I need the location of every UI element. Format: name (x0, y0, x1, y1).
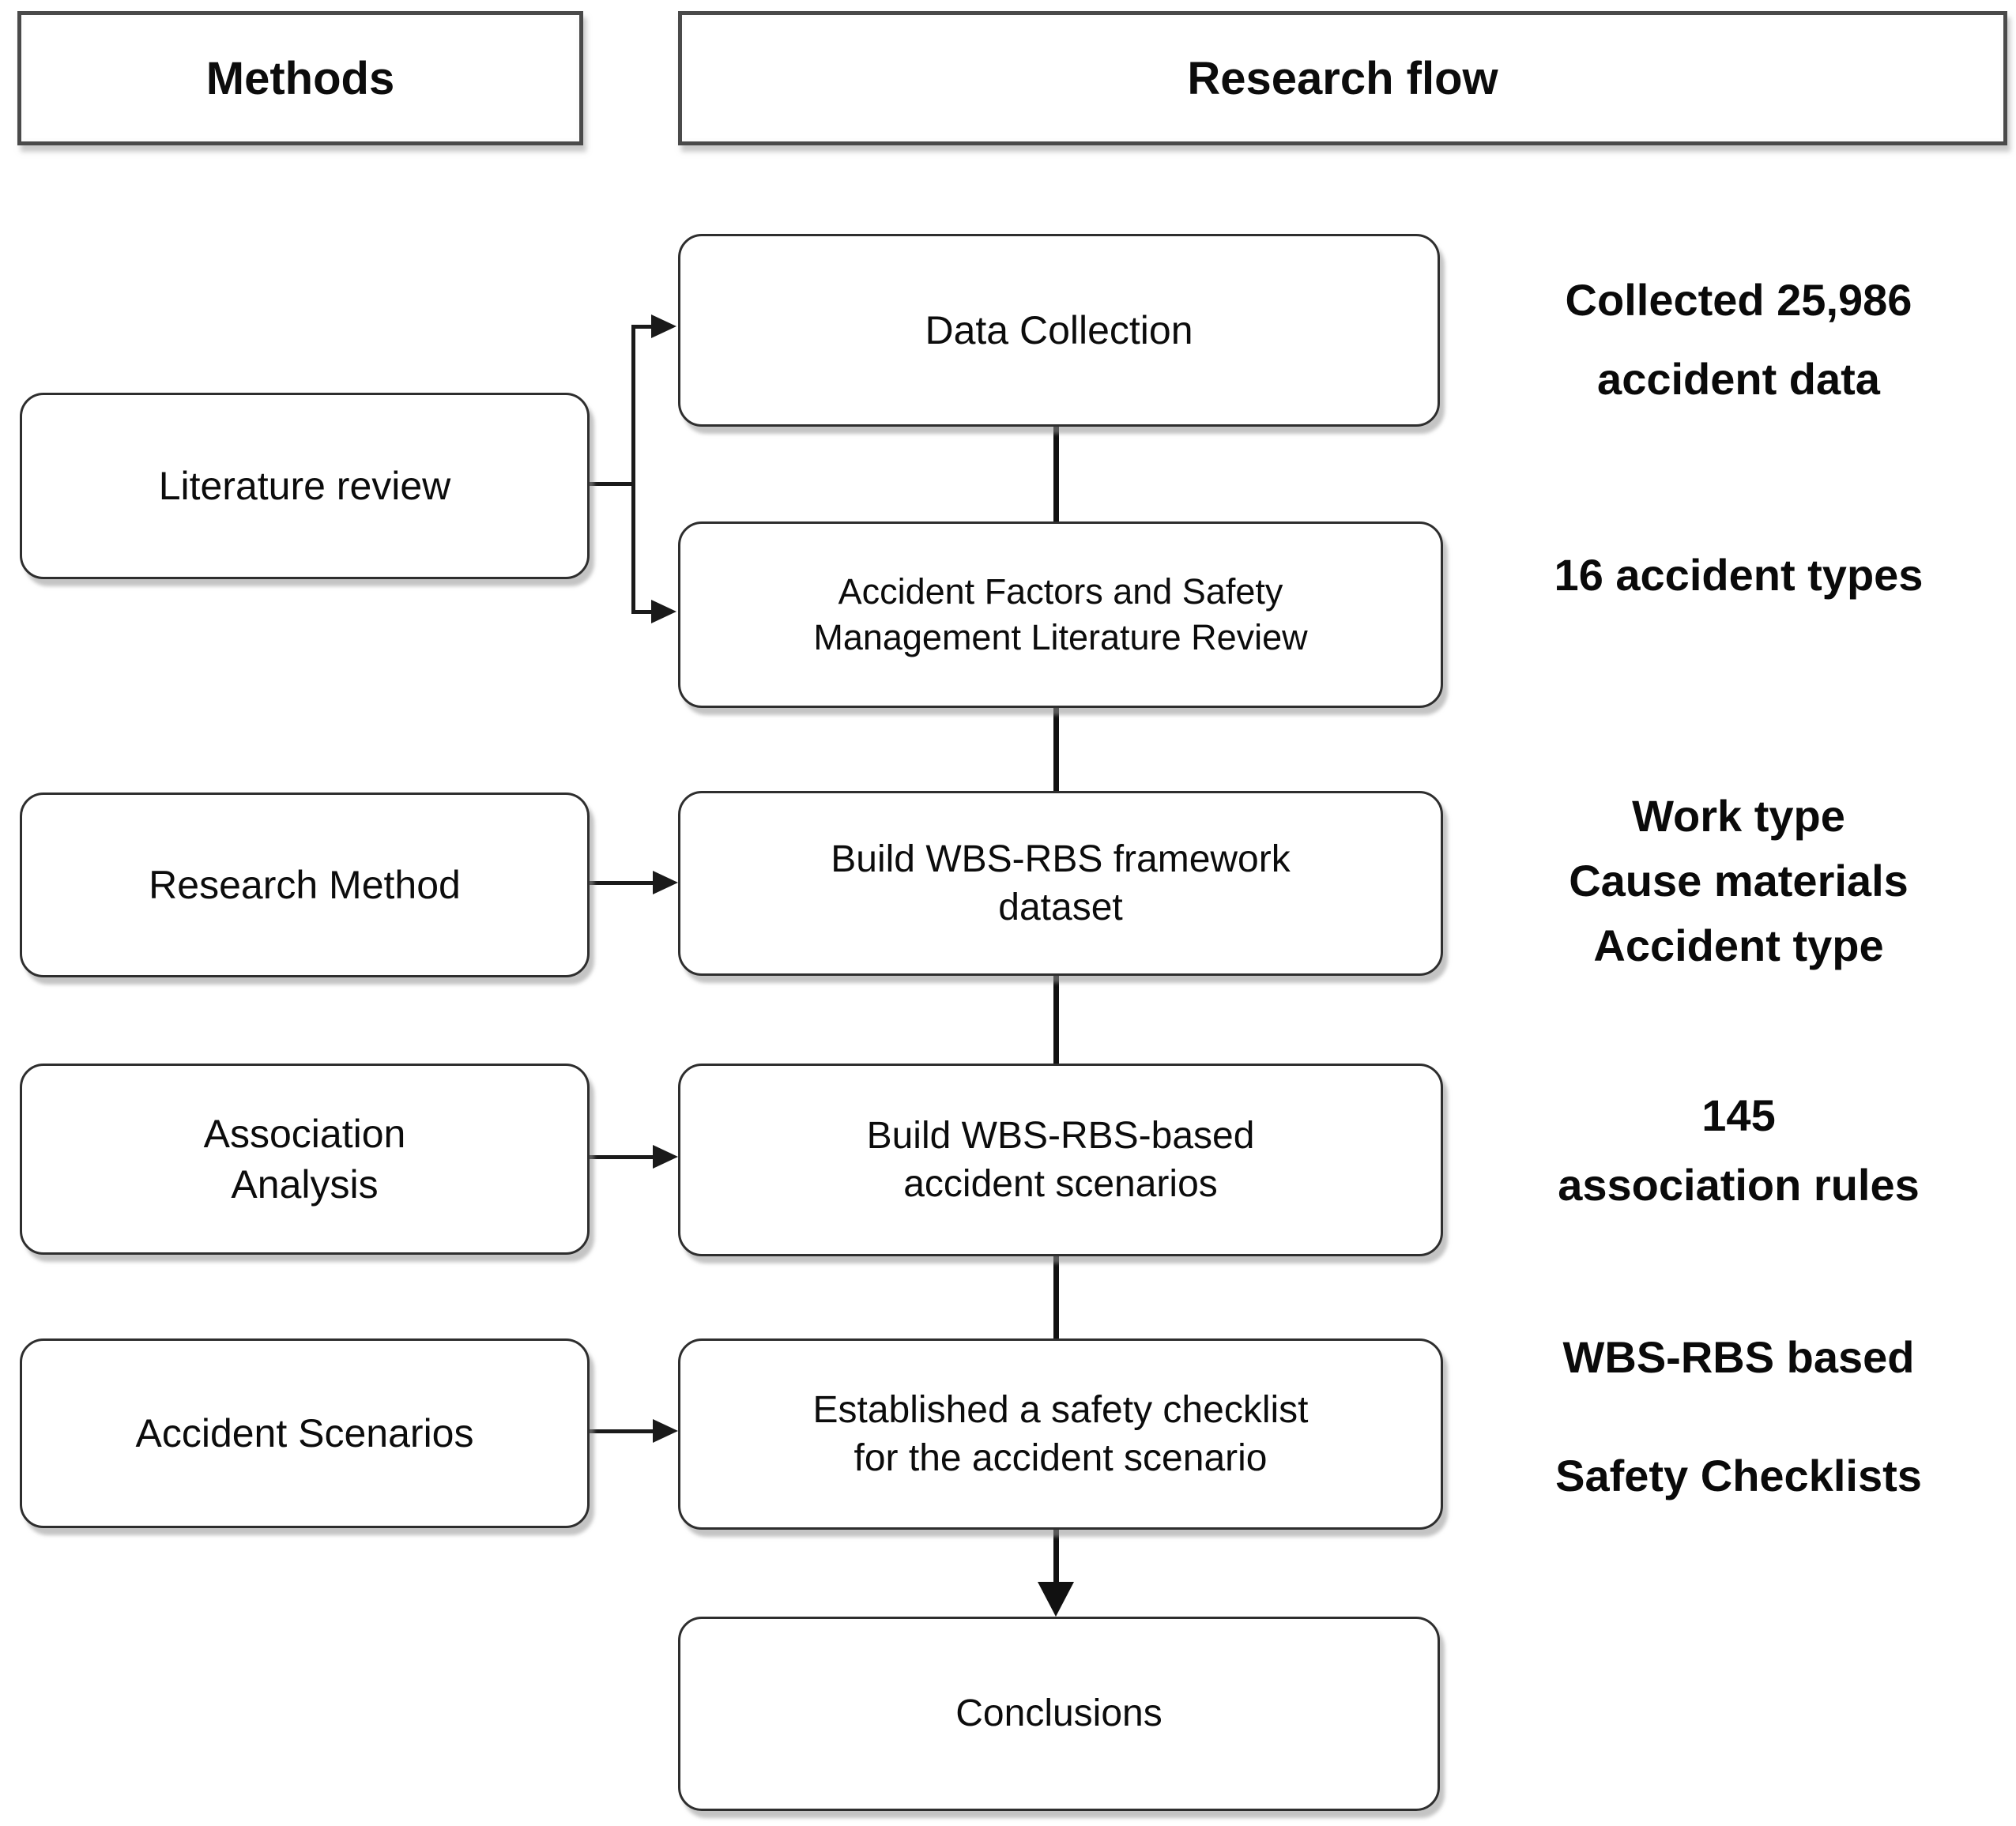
method-box-label: Research Method (149, 863, 461, 907)
annotation-framework-dimensions: Work type Cause materials Accident type (1462, 784, 2015, 978)
annotation-line: 145 (1701, 1090, 1776, 1140)
flow-box-label: Data Collection (925, 308, 1193, 352)
annotation-accident-types: 16 accident types (1462, 547, 2015, 604)
flow-box-data-collection: Data Collection (678, 234, 1440, 427)
flow-box-wbs-rbs-framework-dataset: Build WBS-RBS framework dataset (678, 791, 1443, 976)
arrowhead-data-collection-icon (651, 314, 676, 338)
flow-box-label-line: Accident Factors and Safety (838, 571, 1283, 612)
annotation-line: Work type (1632, 791, 1845, 841)
annotation-association-rules: 145 association rules (1462, 1081, 2015, 1220)
annotation-safety-checklists: Safety Checklists (1462, 1448, 2015, 1504)
flow-box-label: Conclusions (955, 1692, 1162, 1735)
annotation-line: Collected 25,986 (1565, 275, 1912, 325)
flow-box-safety-checklist: Established a safety checklist for the a… (678, 1338, 1443, 1530)
method-box-literature-review: Literature review (20, 393, 590, 579)
annotation-line: accident data (1597, 354, 1880, 404)
branch-to-data-collection-connector (631, 325, 654, 329)
flow-box-label-line: Management Literature Review (813, 617, 1308, 657)
flow-box-label-line: Build WBS-RBS framework (831, 838, 1291, 880)
method-box-label-line: Analysis (231, 1162, 379, 1207)
method-box-association-analysis: Association Analysis (20, 1064, 590, 1255)
flow-box-label-line: dataset (998, 887, 1123, 928)
literature-review-connector-stub (585, 482, 634, 486)
methods-header-label: Methods (205, 52, 395, 104)
annotation-line: Cause materials (1569, 856, 1909, 905)
annotation-line: association rules (1558, 1160, 1920, 1210)
research-flow-header-label: Research flow (1187, 52, 1498, 104)
flow-box-label-line: for the accident scenario (854, 1437, 1268, 1479)
association-analysis-connector (586, 1155, 653, 1159)
annotation-collected-data: Collected 25,986 accident data (1462, 261, 2015, 419)
accident-scenarios-connector (586, 1429, 653, 1433)
flow-box-label-line: Established a safety checklist (812, 1388, 1309, 1431)
arrowhead-accident-factors-icon (651, 600, 676, 623)
annotation-wbs-rbs-based: WBS-RBS based (1462, 1329, 2015, 1386)
flow-box-conclusions: Conclusions (678, 1617, 1440, 1811)
branch-to-literature-review-box-connector (631, 610, 654, 614)
flow-box-label-line: Build WBS-RBS-based (866, 1114, 1255, 1157)
annotation-line: Safety Checklists (1555, 1451, 1922, 1500)
arrowhead-conclusions-icon (1038, 1582, 1074, 1617)
arrowhead-accident-scenarios-icon (653, 1145, 678, 1169)
research-method-connector (586, 881, 653, 885)
methods-header: Methods (17, 11, 583, 145)
arrowhead-framework-dataset-icon (653, 871, 678, 894)
method-box-research-method: Research Method (20, 793, 590, 977)
method-box-label: Accident Scenarios (135, 1411, 474, 1455)
annotation-line: WBS-RBS based (1562, 1332, 1915, 1382)
literature-review-branch-connector (631, 325, 635, 614)
arrowhead-safety-checklist-icon (653, 1419, 678, 1443)
annotation-line: Accident type (1593, 921, 1884, 970)
method-box-label: Literature review (158, 464, 451, 508)
flow-box-label-line: accident scenarios (903, 1163, 1218, 1205)
research-flow-header: Research flow (678, 11, 2007, 145)
flow-box-wbs-rbs-accident-scenarios: Build WBS-RBS-based accident scenarios (678, 1064, 1443, 1256)
annotation-line: 16 accident types (1554, 550, 1924, 600)
method-box-label-line: Association (203, 1112, 406, 1156)
method-box-accident-scenarios: Accident Scenarios (20, 1338, 590, 1528)
flow-spine-connector (1053, 395, 1059, 1584)
flow-box-accident-factors-review: Accident Factors and Safety Management L… (678, 521, 1443, 708)
